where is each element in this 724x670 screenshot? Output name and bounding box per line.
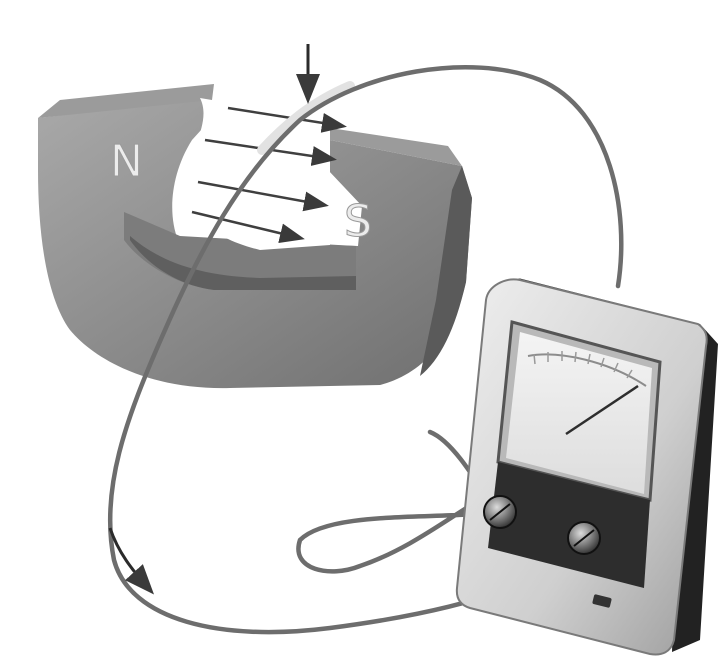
terminal-left xyxy=(484,496,516,528)
south-pole-label: S xyxy=(344,196,372,247)
terminal-right xyxy=(568,522,600,554)
galvanometer xyxy=(457,278,718,654)
scale-tick xyxy=(534,354,535,364)
north-pole-label: N xyxy=(110,136,143,187)
horseshoe-magnet: N S xyxy=(38,84,472,388)
scale-tick xyxy=(575,352,576,362)
